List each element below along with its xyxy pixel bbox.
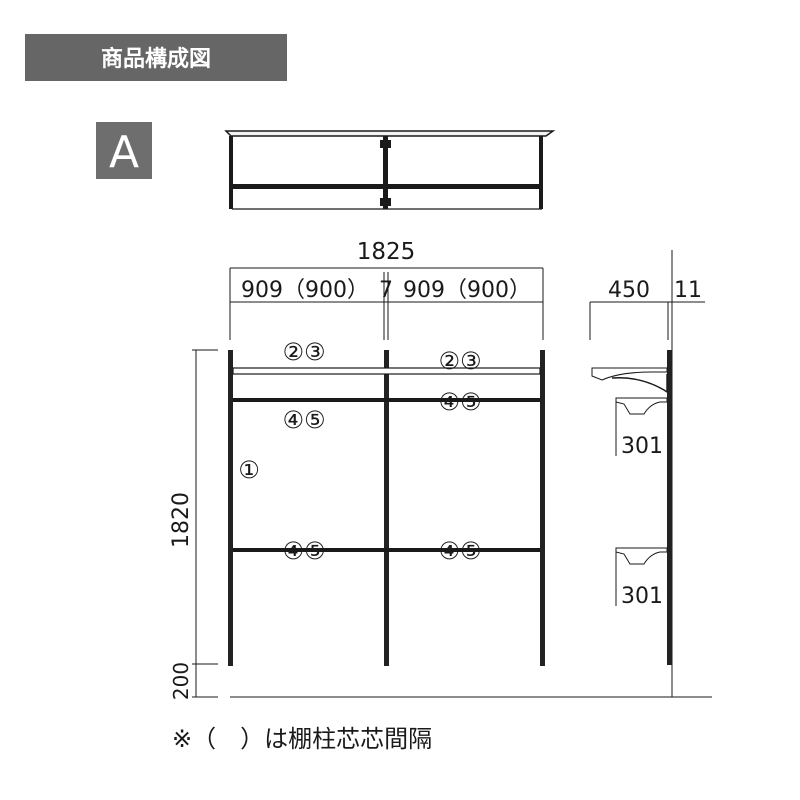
plan-post-left [229,136,233,209]
post-center [384,350,389,666]
side-thickness: 11 [674,278,702,303]
part-labels: ②③ ②③ ④⑤ ④⑤ ① ④⑤ ④⑤ [238,338,481,565]
part-label-left-post: ① [238,456,260,484]
vertical-dimensions [192,349,218,698]
dim-height: 1820 [169,492,194,548]
plan-center-bracket [380,140,391,148]
plan-center-bracket-low [380,198,391,206]
header-banner-bg [25,34,287,81]
post-right [540,350,545,666]
part-label-right-low: ④⑤ [438,537,481,565]
side-top-bracket [611,374,668,394]
part-label-left-mid: ④⑤ [282,406,325,434]
dim-left-bay: 909（900） [241,278,369,303]
post-left [228,350,233,666]
side-top-shelf [591,367,668,381]
front-elevation [228,350,545,666]
dim-gap: 7 [379,278,393,303]
side-bracket-lower-label: 301 [621,584,663,609]
side-depth: 450 [608,278,650,303]
part-label-right-top: ②③ [438,347,481,375]
top-shelf [232,367,541,375]
part-label-left-low: ④⑤ [282,537,325,565]
variant-badge-label: A [109,127,139,178]
plan-view [224,130,556,210]
plan-post-right [539,136,543,209]
footnote: ※（ ）は棚柱芯芯間隔 [172,725,432,753]
plan-top-board [224,130,556,137]
header-banner: 商品構成図 [25,34,287,81]
front-dimensions [229,267,544,340]
dim-base: 200 [169,662,193,700]
variant-badge: A [96,122,152,179]
header-title: 商品構成図 [101,46,211,72]
dim-right-bay: 909（900） [403,278,531,303]
side-view [589,250,705,697]
plan-post-center [383,136,388,209]
part-label-right-mid: ④⑤ [438,388,481,416]
rail-upper [233,398,540,402]
side-bracket-lower [615,547,668,565]
part-label-left-top: ②③ [282,338,325,366]
variant-badge-bg [96,122,152,179]
dim-total-width: 1825 [357,239,416,265]
side-bracket-upper-label: 301 [621,434,663,459]
side-bracket-upper [615,397,668,415]
rail-lower [233,548,540,552]
side-post [667,350,672,665]
